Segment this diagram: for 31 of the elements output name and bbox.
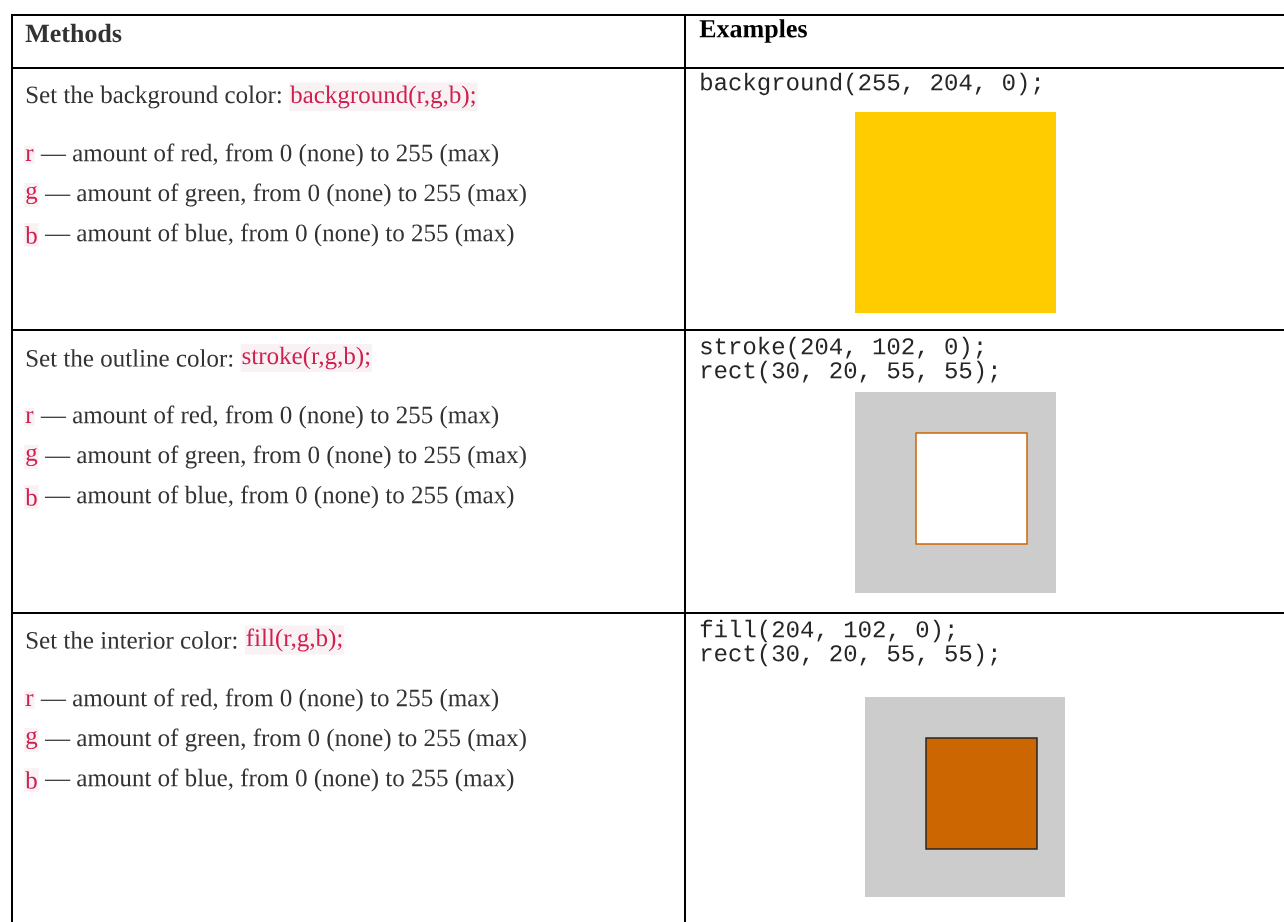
method-description: Set the background color: xyxy=(26,85,281,109)
code-line: fill(204, 102, 0); xyxy=(700,619,954,643)
parameter-description: — amount of green, from 0 (none) to 255 (max) xyxy=(44,728,526,752)
parameter-description: — amount of red, from 0 (none) to 255 (max) xyxy=(40,405,499,429)
parameter-description: — amount of blue, from 0 (none) to 255 (max) xyxy=(44,223,514,247)
column-header: Methods xyxy=(25,23,122,43)
method-description: Set the interior color: xyxy=(26,631,237,649)
parameter-description: — amount of red, from 0 (none) to 255 (max) xyxy=(40,688,499,712)
parameter-name: g xyxy=(24,444,39,470)
parameter-name: g xyxy=(24,727,39,753)
code-line: stroke(204, 102, 0); xyxy=(701,336,982,360)
parameter-name: g xyxy=(24,182,39,208)
code-snippet: fill(r,g,b); xyxy=(244,625,345,655)
parameter-name: r xyxy=(24,408,35,426)
parameter-description: — amount of red, from 0 (none) to 255 (max) xyxy=(40,143,499,167)
parameter-name: r xyxy=(24,691,35,709)
code-line: rect(30, 20, 55, 55); xyxy=(702,360,997,384)
method-description: Set the outline color: xyxy=(26,349,233,367)
parameter-name: r xyxy=(24,146,35,164)
parameter-name: b xyxy=(24,485,39,509)
code-snippet: background(r,g,b); xyxy=(289,82,478,112)
code-line: background(255, 204, 0); xyxy=(701,72,1040,96)
parameter-description: — amount of blue, from 0 (none) to 255 (max) xyxy=(44,485,514,509)
column-header: Examples xyxy=(699,19,807,43)
parameter-name: b xyxy=(24,223,39,247)
parameter-description: — amount of green, from 0 (none) to 255 (max) xyxy=(44,183,526,207)
parameter-description: — amount of blue, from 0 (none) to 255 (max) xyxy=(44,768,514,792)
code-snippet: stroke(r,g,b); xyxy=(240,343,373,373)
parameter-name: b xyxy=(24,768,39,792)
code-line: rect(30, 20, 55, 55); xyxy=(702,643,997,667)
parameter-description: — amount of green, from 0 (none) to 255 (max) xyxy=(44,445,526,469)
